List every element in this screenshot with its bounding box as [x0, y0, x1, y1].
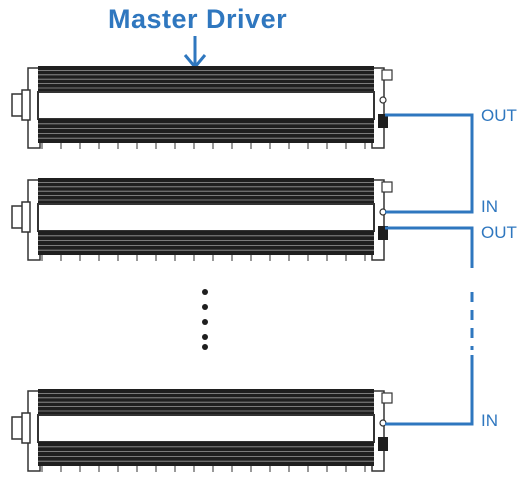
- diagram-title: Master Driver: [108, 4, 288, 34]
- wire-out2-to-in3: [385, 226, 474, 268]
- wire-to-in3: [385, 355, 474, 426]
- down-arrow-icon: [183, 36, 207, 69]
- port-label-out-2: OUT: [481, 223, 517, 242]
- wire-out1-to-in2: [385, 113, 474, 214]
- port-label-in-3: IN: [481, 411, 498, 430]
- port-label-out-1: OUT: [481, 106, 517, 125]
- driver-unit: [11, 389, 393, 472]
- vertical-ellipsis-icon: [202, 289, 208, 350]
- driver-unit: [11, 178, 393, 261]
- signal-wiring: [385, 113, 474, 426]
- port-label-in-2: IN: [481, 197, 498, 216]
- driver-unit: [11, 66, 393, 149]
